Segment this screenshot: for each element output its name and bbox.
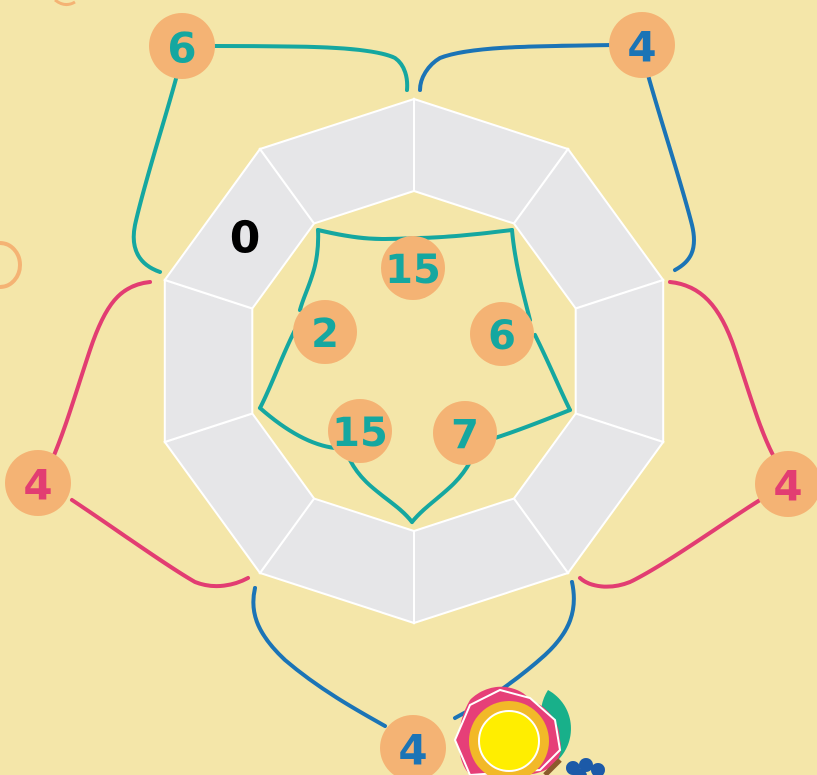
svg-text:6: 6	[488, 313, 516, 359]
svg-text:15: 15	[332, 410, 388, 456]
inner-badge[interactable]: 7	[433, 401, 497, 465]
connector-inner-bottom-right	[412, 462, 470, 522]
badge-partial-left	[0, 243, 20, 287]
connector-right-upper	[670, 282, 773, 455]
inner-badge[interactable]: 15	[381, 236, 445, 300]
inner-badge[interactable]: 15	[328, 399, 392, 463]
svg-text:15: 15	[385, 247, 441, 293]
connector-bottom-left	[253, 588, 385, 726]
outer-badge[interactable]: 4	[755, 451, 817, 517]
svg-text:4: 4	[23, 461, 52, 510]
inner-badge[interactable]: 6	[470, 302, 534, 366]
connector-inner-left-top	[300, 230, 318, 310]
svg-text:7: 7	[451, 412, 479, 458]
outer-badge[interactable]: 6	[149, 13, 215, 79]
inner-badges: 15 2 6 15 7	[293, 236, 534, 465]
decoration-top-left	[55, 0, 75, 5]
svg-text:2: 2	[311, 311, 339, 357]
connector-left-upper	[52, 282, 150, 460]
tile-ring	[165, 99, 663, 623]
outer-badge[interactable]: 4	[609, 12, 675, 78]
connector-top-left-lower	[134, 75, 177, 272]
connector-inner-right-low	[495, 410, 570, 438]
flower-icon	[455, 687, 605, 775]
svg-text:4: 4	[398, 726, 427, 775]
connector-top-left	[215, 46, 407, 90]
connector-inner-right-mid	[535, 335, 570, 410]
svg-text:4: 4	[773, 462, 802, 511]
cell-value[interactable]: 0	[230, 213, 261, 264]
inner-badge[interactable]: 2	[293, 300, 357, 364]
outer-badge[interactable]: 4	[5, 450, 71, 516]
connector-top-right	[420, 45, 612, 90]
outer-badge[interactable]: 4	[380, 715, 446, 775]
connector-top-right-lower	[648, 75, 694, 270]
svg-text:6: 6	[167, 24, 196, 73]
connector-inner-left-mid	[260, 330, 295, 408]
svg-text:4: 4	[627, 23, 656, 72]
